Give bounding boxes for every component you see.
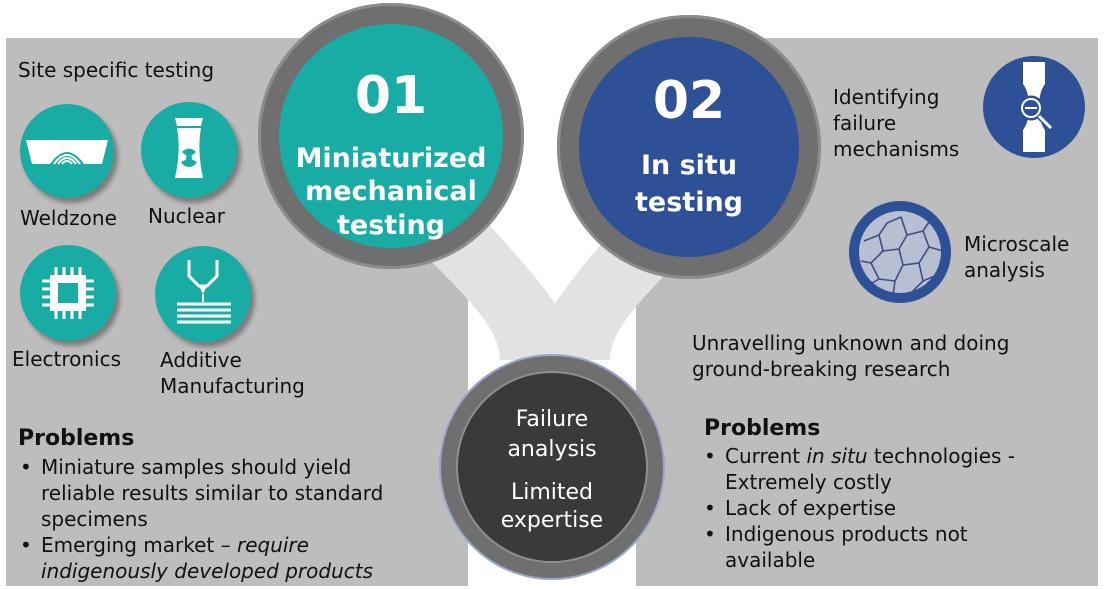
identifying-line3: mechanisms [833,137,960,161]
center-line4: expertise [500,508,604,533]
identifying-line1: Identifying [833,85,940,109]
left-problem-item: Emerging market – require indigenously d… [18,532,383,584]
center-circle: Failure analysis Limited expertise [458,373,646,561]
right-problems-list: Current in situ technologies - Extremely… [702,443,1015,573]
electronics-label: Electronics [12,347,122,371]
identifying-line2: failure [833,111,897,135]
circle-02: 02 In situ testing [579,37,799,257]
center-line3: Limited [510,480,594,505]
microscale-line1: Microscale [964,232,1070,256]
right-problem-item: Current in situ technologies - Extremely… [702,443,1015,495]
magnifier-specimen-icon [983,56,1085,158]
center-line2: analysis [507,437,597,462]
circle-01-line3: testing [337,210,445,241]
3d-printer-icon [155,246,251,342]
nuclear-label: Nuclear [148,204,225,228]
circle-01-line1: Miniaturized [295,143,487,174]
right-problem-item: Lack of expertise [702,495,1015,521]
microscale-line2: analysis [964,258,1045,282]
circle-01-number: 01 [354,66,428,126]
research-line2: ground-breaking research [692,357,951,381]
nuclear-plant-icon [141,102,237,198]
weldzone-label: Weldzone [20,206,117,230]
microstructure-icon [849,201,951,303]
circle-01: 01 Miniaturized mechanical testing [279,24,503,248]
circle-02-line1: In situ [640,150,738,181]
left-problems-heading: Problems [18,426,135,451]
circle-01-line2: mechanical [305,176,477,207]
right-problem-item: Indigenous products not available [702,521,1015,573]
circle-02-number: 02 [652,71,726,131]
site-specific-heading: Site specific testing [18,58,215,82]
research-line1: Unravelling unknown and doing [692,331,1010,355]
additive-label-line2: Manufacturing [160,374,305,398]
right-problems-heading: Problems [704,416,821,441]
chip-icon [20,245,116,341]
left-problem-item: Miniature samples should yield reliable … [18,454,383,532]
weld-icon [20,104,114,198]
circle-02-line2: testing [635,187,743,218]
center-line1: Failure [515,407,589,432]
additive-label-line1: Additive [160,348,242,372]
left-problems-list: Miniature samples should yield reliable … [18,454,383,584]
